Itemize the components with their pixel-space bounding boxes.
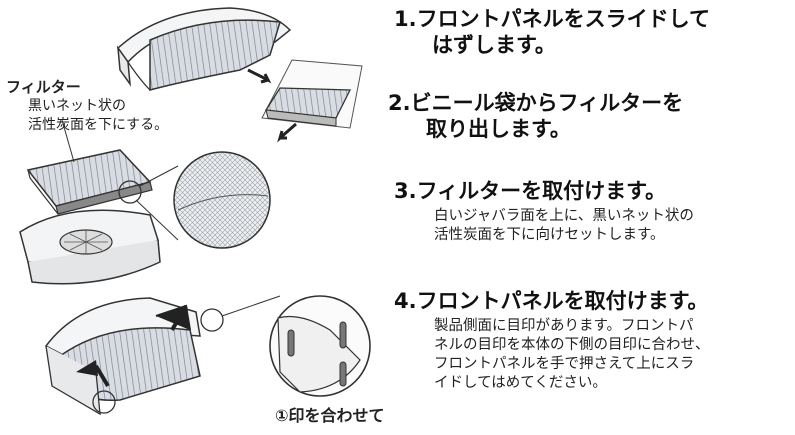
step-2: 2.ビニール袋からフィルターを取り出します。	[388, 90, 793, 142]
step-title-line1: フロントパネルをスライドして	[416, 7, 710, 31]
magnifier-circle-icon	[221, 295, 371, 397]
device-step4	[44, 297, 224, 416]
filter-description: 黒いネット状の 活性炭面を下にする。	[28, 98, 169, 133]
step-number: 3.	[394, 179, 417, 203]
step-title: 1.フロントパネルをスライドしてはずします。	[394, 6, 795, 58]
step-3: 3.フィルターを取付けます。 白いジャバラ面を上に、黒いネット状の 活性炭面を下…	[394, 178, 795, 245]
step-body: 白いジャバラ面を上に、黒いネット状の 活性炭面を下に向けセットします。	[434, 208, 694, 243]
device-open	[19, 209, 161, 285]
device-step1	[117, 7, 292, 91]
instruction-illustrations: フィルター 黒いネット状の 活性炭面を下にする。 ①印を合わせて	[6, 7, 385, 425]
step-number: 1.	[394, 7, 417, 31]
arrow-icon	[277, 122, 297, 143]
step-title-line2: 取り出します。	[426, 117, 571, 141]
step-title-line1: フロントパネルを取付けます。	[416, 289, 709, 313]
step-body: 製品側面に目印があります。フロントパ ネルの目印を本体の下側の目印に合わせ、 フ…	[434, 318, 710, 391]
bag-with-filter	[261, 59, 363, 129]
step-title: 4.フロントパネルを取付けます。	[394, 288, 795, 314]
step-title: 3.フィルターを取付けます。	[394, 178, 795, 204]
step-title: 2.ビニール袋からフィルターを取り出します。	[388, 90, 793, 142]
align-mark-note: ①印を合わせて	[275, 406, 385, 425]
arrow-icon	[155, 304, 191, 332]
filter-label: フィルター	[6, 78, 81, 96]
step-1: 1.フロントパネルをスライドしてはずします。	[394, 6, 795, 58]
step-title-line1: フィルターを取付けます。	[416, 179, 667, 203]
step-title-line2: はずします。	[432, 33, 556, 57]
arrow-icon	[76, 360, 110, 388]
illustration-svg	[19, 7, 371, 416]
arrow-icon	[247, 68, 272, 84]
magnifier-circle-icon	[118, 151, 271, 249]
step-number: 4.	[394, 289, 417, 313]
step-4: 4.フロントパネルを取付けます。 製品側面に目印があります。フロントパ ネルの目…	[394, 288, 795, 393]
step-title-line1: ビニール袋からフィルターを	[410, 91, 684, 115]
instruction-steps: 1.フロントパネルをスライドしてはずします。 2.ビニール袋からフィルターを取り…	[388, 0, 793, 431]
step-number: 2.	[388, 91, 411, 115]
